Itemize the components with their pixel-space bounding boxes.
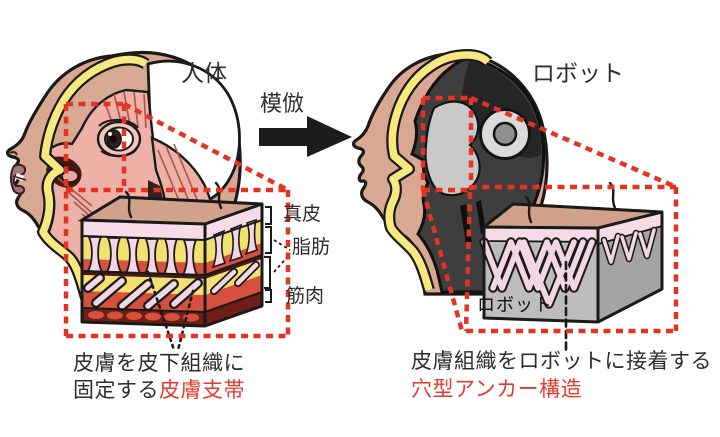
block-outline <box>80 195 264 328</box>
skin-block-diagram <box>77 181 264 328</box>
dermis-bracket <box>265 206 272 225</box>
human-caption-line2: 固定する皮膚支帯 <box>73 378 245 404</box>
ligament-pointer-dotted <box>146 270 195 352</box>
nostril-line <box>9 150 18 156</box>
human-lips <box>10 163 27 195</box>
skin-ligament-columns-side <box>211 218 259 269</box>
fat-bracket-lower <box>264 256 271 289</box>
human-caption-line2-red: 皮膚支帯 <box>159 379 245 402</box>
human-caption-line1: 皮膚を皮下組織に <box>73 352 245 375</box>
muscle-fiber-rods <box>83 273 203 311</box>
robot-title: ロボット <box>532 60 624 86</box>
imitation-label: 模倣 <box>260 91 305 116</box>
robot-ear-speaker <box>479 108 531 160</box>
robot-block-label: ロボット <box>477 295 553 315</box>
hair-strands <box>124 181 223 219</box>
fat-bracket-upper <box>265 226 272 254</box>
robot-block-outline <box>482 202 664 324</box>
robot-caption-line1: 皮膚組織をロボットに接着する <box>411 350 712 373</box>
dermis-layer-side <box>205 204 262 240</box>
anchor-hooks-side <box>600 226 658 266</box>
robot-zoom-callout <box>420 95 679 334</box>
muscle-label: 筋肉 <box>286 286 325 307</box>
muscle-fiber-rods-side <box>210 261 260 295</box>
muscle-bracket <box>265 289 272 303</box>
human-zoom-callout <box>63 101 291 339</box>
temporalis-striations <box>103 91 147 129</box>
dermis-layer <box>82 220 205 240</box>
robot-caption-line2: 穴型アンカー構造 <box>411 378 583 401</box>
red-callouts <box>63 95 679 339</box>
human-caption-line2-black: 固定する <box>73 379 159 402</box>
fat-label: 脂肪 <box>292 237 331 258</box>
robot-block-diagram <box>479 181 664 324</box>
imitation-arrow <box>259 116 352 157</box>
robot-fat-band <box>385 51 491 292</box>
layer-brackets <box>264 206 291 303</box>
human-title: 人体 <box>181 60 227 86</box>
pointer-lines <box>146 260 568 352</box>
arrow-shape <box>259 116 352 157</box>
deep-muscle-base-side <box>205 292 262 326</box>
dermis-label: 真皮 <box>283 204 322 225</box>
